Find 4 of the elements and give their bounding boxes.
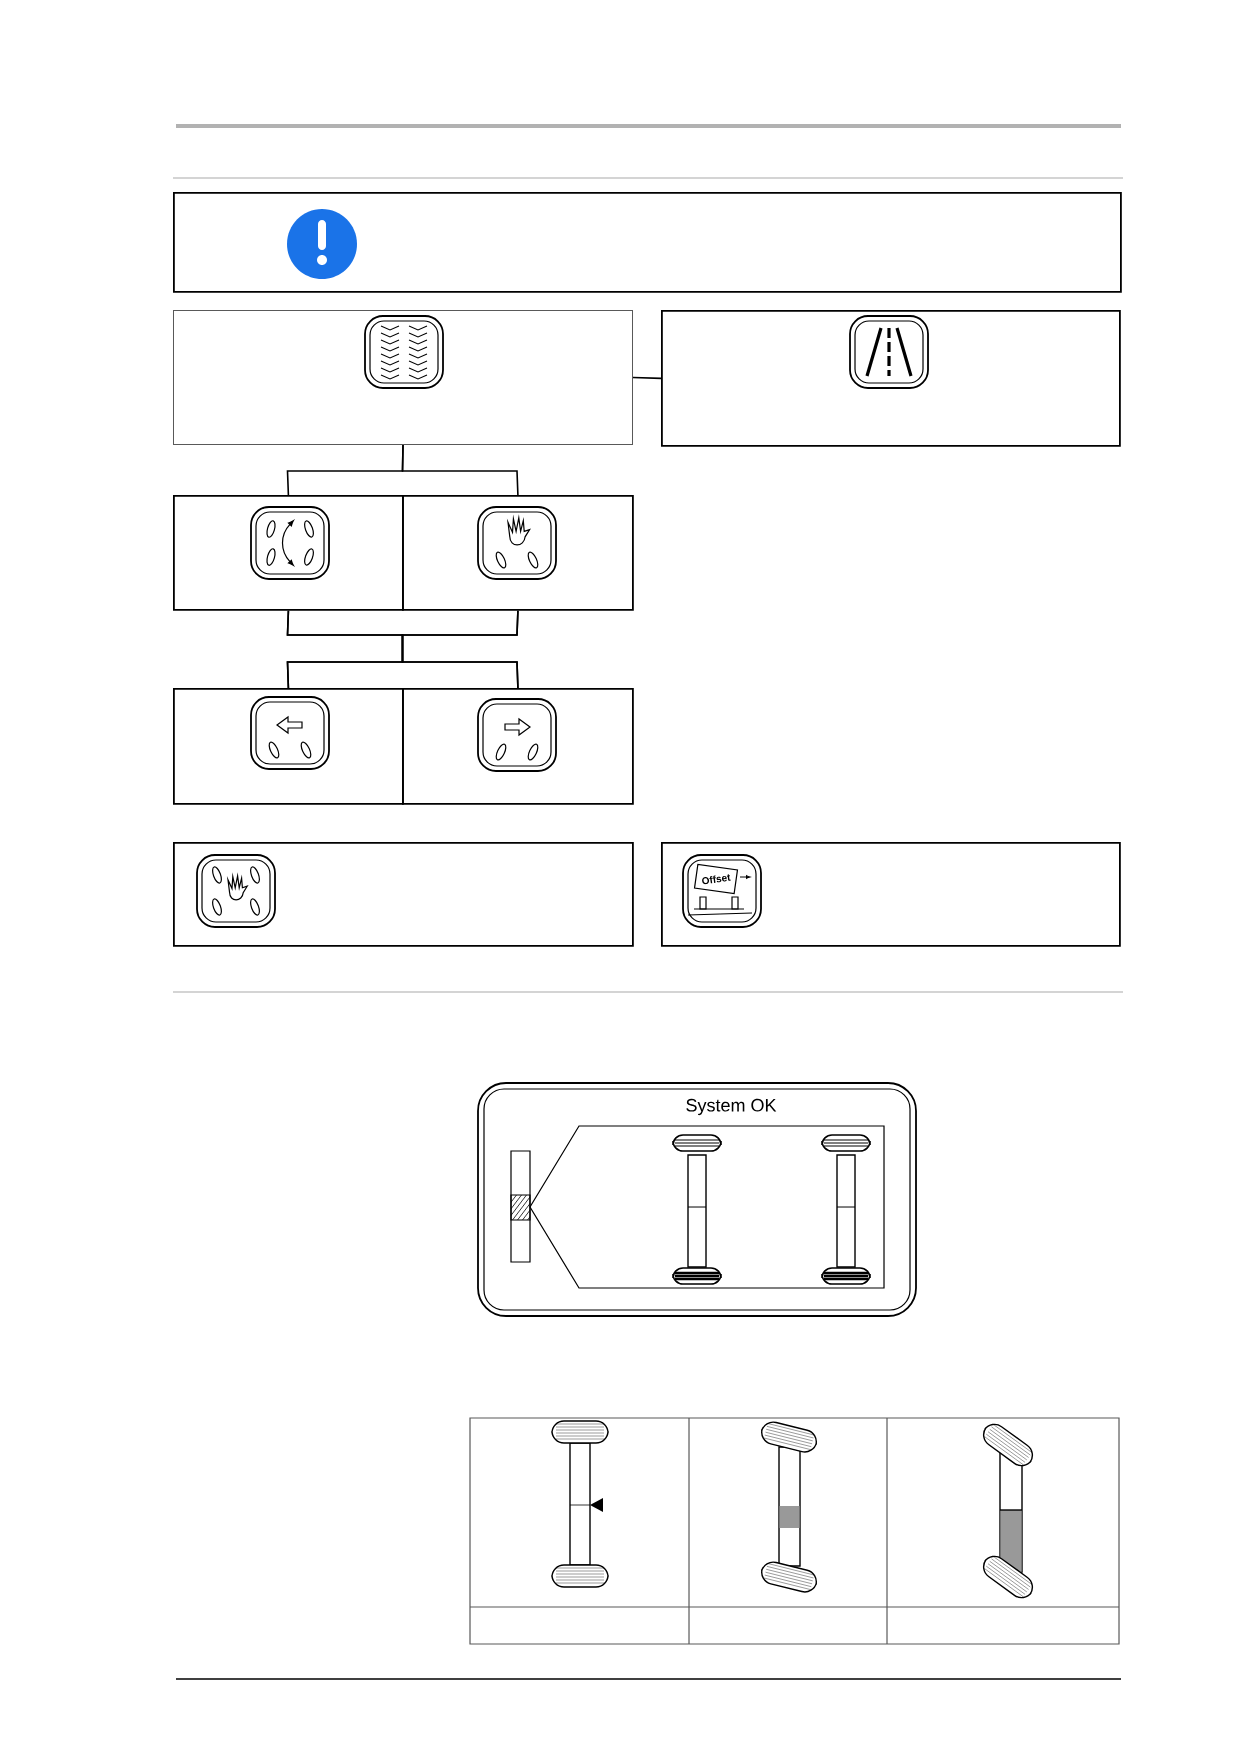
connector-line [286,444,519,496]
connector-line [632,376,662,380]
display-text: System OK [686,1098,777,1116]
connector-line [286,610,519,689]
